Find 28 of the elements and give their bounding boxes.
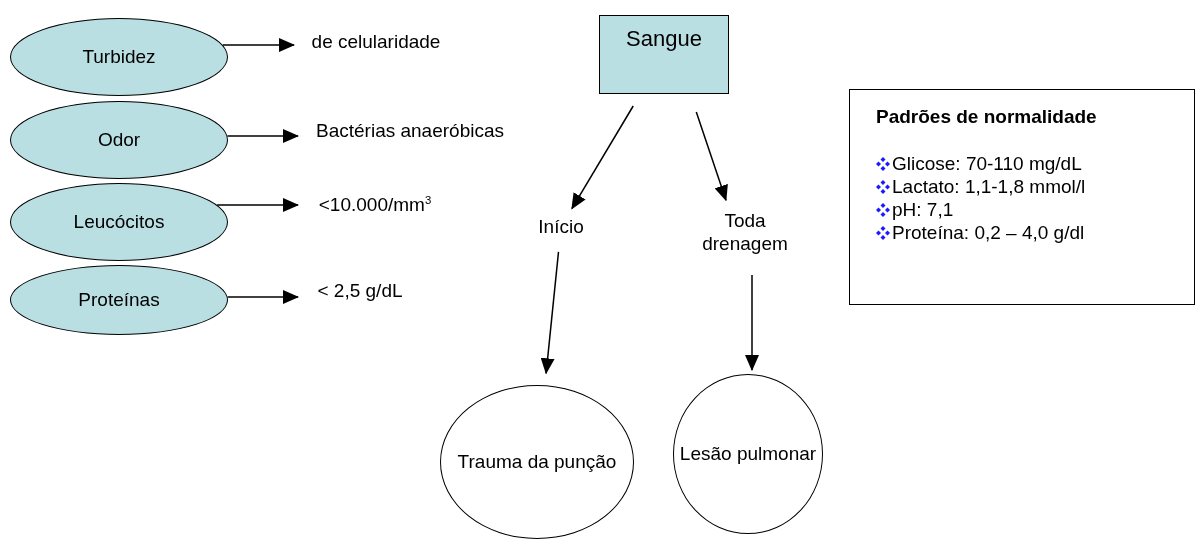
term-label: Leucócitos xyxy=(73,210,165,234)
arrow xyxy=(695,111,728,202)
list-item: pH: 7,1 xyxy=(892,198,954,221)
node-text: Início xyxy=(538,215,584,239)
term-label: Odor xyxy=(97,128,141,152)
term-label: Turbidez xyxy=(82,45,156,69)
arrow xyxy=(745,274,759,372)
source-box xyxy=(599,15,729,94)
arrow xyxy=(226,129,299,143)
panel-heading: Padrões de normalidade xyxy=(876,106,1098,128)
list-item: Proteína: 0,2 – 4,0 g/dl xyxy=(892,221,1085,244)
node-text: Bactérias anaeróbicas xyxy=(316,119,504,143)
arrow xyxy=(221,38,295,52)
node-text: < 2,5 g/dL xyxy=(317,279,403,303)
arrow xyxy=(226,290,299,304)
source-label: Sangue xyxy=(626,26,702,53)
outcome-label: Trauma da punção xyxy=(457,450,617,474)
list-item: Lactato: 1,1-1,8 mmol/l xyxy=(892,175,1086,198)
node-text: <10.000/mm$^{3}$ xyxy=(318,194,432,218)
reference-panel xyxy=(849,89,1195,305)
node-text: Toda drenagem xyxy=(701,210,789,256)
arrow xyxy=(540,251,560,375)
arrow xyxy=(216,198,299,212)
arrow xyxy=(571,105,634,210)
list-item: Glicose: 70-110 mg/dL xyxy=(892,152,1082,175)
term-label: Proteínas xyxy=(78,288,160,312)
node-text: de celularidade xyxy=(311,30,441,54)
outcome-label: Lesão pulmonar xyxy=(679,442,817,466)
